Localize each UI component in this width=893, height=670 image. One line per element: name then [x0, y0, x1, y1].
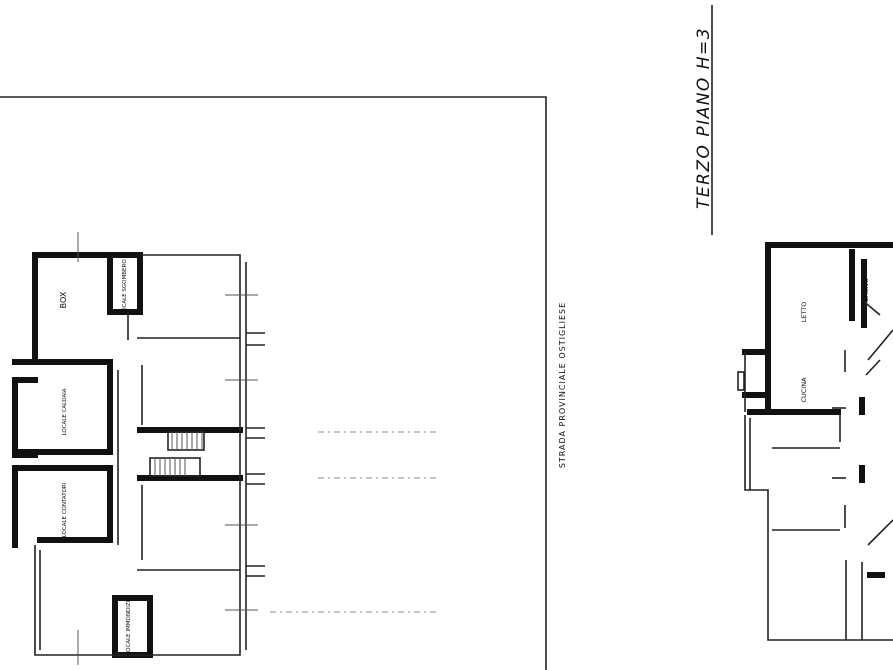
- label-cucina: CUCINA: [800, 377, 808, 403]
- label-locale-immondizie: LOCALE IMMONDIZIE: [126, 597, 132, 655]
- left-room-labels: BOX LOCALE SGOMBERO LOCALE CALDAIA LOCAL…: [59, 259, 132, 655]
- floor-title: TERZO PIANO H=3: [694, 27, 714, 209]
- left-building-walls: [12, 232, 265, 665]
- label-letto: LETTO: [800, 302, 808, 323]
- label-box: BOX: [59, 291, 68, 308]
- axis-lines: [270, 431, 440, 613]
- stairs: [149, 431, 205, 477]
- label-locale-caldaia: LOCALE CALDAIA: [62, 388, 68, 435]
- label-locale-contatori: LOCALE CONTATORI: [62, 482, 68, 537]
- right-room-labels: LETTO BAGNO CUCINA: [800, 278, 870, 402]
- site-boundary: [0, 96, 547, 670]
- street-label: STRADA PROVINCIALE OSTIGLIESE: [558, 302, 567, 468]
- label-bagno: BAGNO: [862, 278, 870, 302]
- label-locale-sgombero: LOCALE SGOMBERO: [122, 259, 128, 315]
- right-building-walls: [737, 242, 893, 641]
